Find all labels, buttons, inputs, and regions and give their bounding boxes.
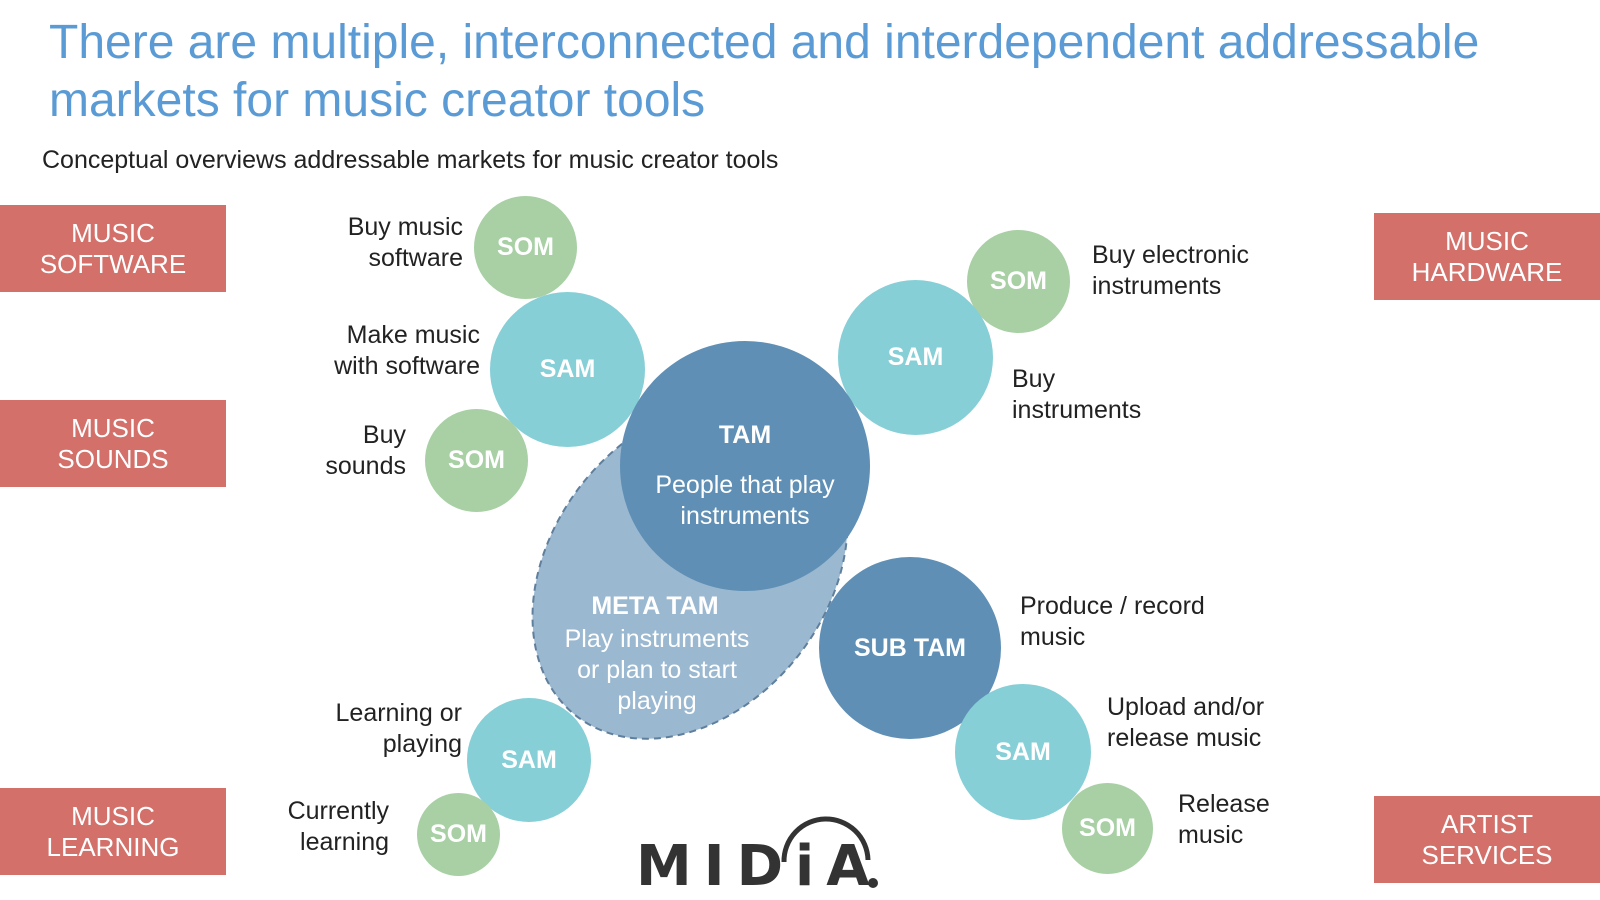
page-subtitle: Conceptual overviews addressable markets… [42, 146, 779, 174]
label-release-music: Release music [1178, 790, 1270, 849]
sam-circle-buy-instruments: SAM [838, 280, 993, 435]
label-buy-sounds: Buy sounds [325, 421, 406, 480]
tag-music-hardware: MUSIC HARDWARE [1374, 213, 1600, 300]
sam-circle-make-music-with-software: SAM [490, 292, 645, 447]
label-buy-instruments: Buy instruments [1012, 365, 1142, 424]
meta-tam-description: Play instruments or plan to start playin… [564, 625, 750, 715]
sam-circle-learning-or-playing: SAM [467, 698, 591, 822]
midia-logo: MIDiA [636, 812, 896, 899]
label-currently-learning: Currently learning [287, 797, 389, 856]
label-produce-record-music: Produce / record music [1020, 592, 1205, 651]
tag-music-sounds: MUSIC SOUNDS [0, 400, 226, 487]
som-circle-currently-learning: SOM [417, 793, 500, 876]
tag-music-software: MUSIC SOFTWARE [0, 205, 226, 292]
som-circle-buy-music-software: SOM [474, 196, 577, 299]
label-upload-release-music: Upload and/or release music [1107, 693, 1265, 752]
tag-music-learning: MUSIC LEARNING [0, 788, 226, 875]
tam-circle [620, 341, 870, 591]
logo-arc-icon [781, 816, 878, 888]
label-learning-or-playing: Learning or playing [335, 699, 462, 758]
tam-title: TAM [718, 421, 772, 449]
logo-text: MIDiA [636, 834, 882, 899]
sam-circle-upload-release-music: SAM [955, 684, 1091, 820]
label-buy-electronic-instruments: Buy electronic instruments [1092, 241, 1250, 300]
som-circle-buy-sounds: SOM [425, 409, 528, 512]
page-title: There are multiple, interconnected and i… [49, 16, 1480, 127]
som-circle-buy-electronic-instruments: SOM [967, 230, 1070, 333]
tag-artist-services: ARTIST SERVICES [1374, 796, 1600, 883]
tam-description: People that play instruments [655, 471, 835, 530]
som-circle-release-music: SOM [1062, 783, 1153, 874]
meta-tam-title: META TAM [591, 592, 719, 620]
label-buy-music-software: Buy music software [347, 213, 463, 272]
label-make-music-with-software: Make music with software [334, 321, 480, 380]
